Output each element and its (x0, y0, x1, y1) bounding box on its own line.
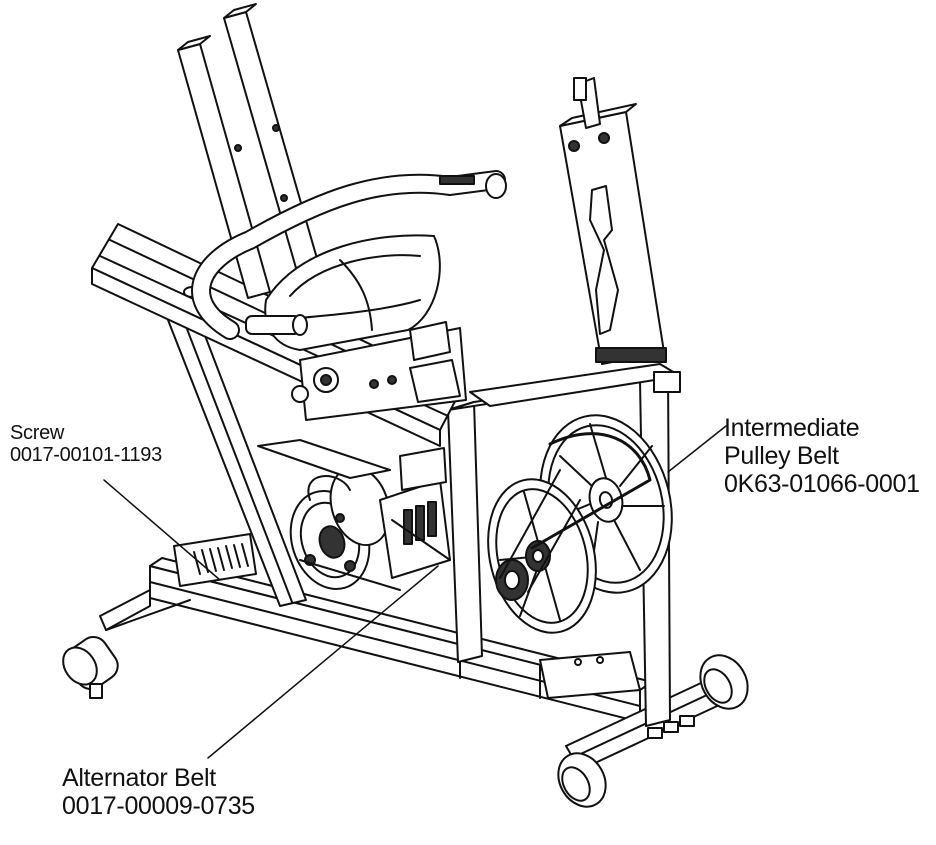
plate-bolt (596, 656, 604, 664)
alternator (289, 465, 391, 590)
seat-cushion (264, 234, 441, 351)
seat-handlebar (191, 170, 507, 340)
alternator-belt-callout: Alternator Belt 0017-00009-0735 (62, 764, 255, 820)
seat-carriage (291, 321, 467, 421)
backrest-frame (177, 3, 319, 299)
pulley-belt-label-line1: Intermediate (724, 414, 860, 442)
resistor-block (379, 447, 451, 579)
rear-mount-plate (539, 651, 641, 699)
pulley-belt-leader-line (667, 425, 727, 473)
front-right-caster (699, 654, 749, 710)
console-mast (559, 77, 667, 365)
plate-bolt (574, 658, 582, 666)
rear-left-caster (62, 636, 119, 699)
intermediate-belt (530, 432, 652, 550)
pulley-belt-label-line2: Pulley Belt (724, 442, 839, 470)
alternator-belt-label: Alternator Belt (62, 764, 216, 792)
screw-callout: Screw 0017-00101-1193 (10, 422, 162, 467)
front-left-caster (557, 752, 607, 808)
alternator-belt-leader-line (207, 565, 439, 759)
drive-belt (499, 469, 581, 593)
screw-leader-line (103, 479, 221, 581)
alternator-belt-part-number: 0017-00009-0735 (62, 792, 255, 820)
linkage-parts (257, 439, 451, 591)
pulley-belt-part-number: 0K63-01066-0001 (724, 470, 920, 498)
intermediate-pulley-belt-callout: Intermediate Pulley Belt 0K63-01066-0001 (724, 414, 920, 498)
screw-part-number: 0017-00101-1193 (10, 444, 162, 467)
screw-label: Screw (10, 422, 65, 444)
tension-spring (173, 533, 257, 587)
